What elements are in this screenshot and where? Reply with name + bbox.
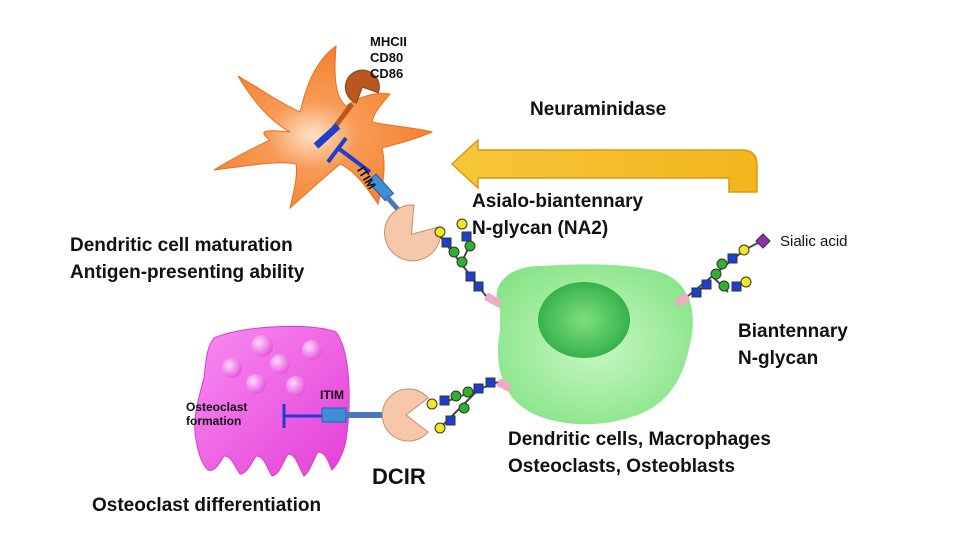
cell-types-label: Dendritic cells, Macrophages Osteoclasts… xyxy=(508,426,771,480)
glycan-stalk-top-left xyxy=(484,292,502,308)
dendritic-outcome-line: Antigen-presenting ability xyxy=(70,262,305,283)
sialylated-glycan xyxy=(687,233,771,298)
dendritic-outcome-line: Dendritic cell maturation xyxy=(70,235,293,256)
glcnac-square xyxy=(691,287,702,298)
mhc-marker: CD80 xyxy=(370,50,404,65)
mannose-circle xyxy=(458,402,470,414)
mannose-circle xyxy=(718,280,730,292)
galactose-circle xyxy=(738,244,750,256)
galactose-circle xyxy=(434,422,446,434)
glcnac-square xyxy=(485,377,496,388)
mhc-stalk xyxy=(332,102,354,130)
dcir-receptor-bottom xyxy=(381,388,429,442)
activation-receptor-bar xyxy=(313,123,341,149)
dcir-receptor-top xyxy=(384,204,442,262)
mannose-circle xyxy=(450,390,462,402)
mhc-marker: CD86 xyxy=(370,66,404,81)
inhibition-line-top xyxy=(336,146,372,174)
sialic-acid-diamond xyxy=(755,233,771,249)
inhibition-bar-top xyxy=(326,136,348,164)
mannose-circle xyxy=(456,256,468,268)
sialic-acid-label: Sialic acid xyxy=(780,233,848,250)
glcnac-square xyxy=(731,281,742,292)
dendritic-outcome-label: Dendritic cell maturation Antigen-presen… xyxy=(70,232,304,286)
vesicle xyxy=(302,340,322,360)
galactose-circle xyxy=(740,276,752,288)
glcnac-square xyxy=(445,415,456,426)
biantennary-line: Biantennary xyxy=(738,321,848,342)
osteoclast-formation-label: Osteoclast formation xyxy=(186,400,247,428)
vesicle xyxy=(246,374,266,394)
neuraminidase-label: Neuraminidase xyxy=(530,99,667,120)
mannose-circle xyxy=(448,246,460,258)
mhc-marker-list: MHCII CD80 CD86 xyxy=(370,34,407,82)
galactose-circle xyxy=(426,398,438,410)
itim-box-bottom xyxy=(321,407,347,423)
glcnac-square xyxy=(727,253,738,264)
glcnac-square xyxy=(439,395,450,406)
galactose-circle xyxy=(456,218,468,230)
glcnac-square xyxy=(701,279,712,290)
mhc-molecule xyxy=(344,69,380,104)
mannose-circle xyxy=(716,258,728,270)
osteoclast-formation-line: Osteoclast xyxy=(186,400,248,414)
itim-label-bottom: ITIM xyxy=(320,388,344,402)
dendritic-cell xyxy=(213,44,434,210)
glcnac-square xyxy=(441,237,452,248)
mhc-marker: MHCII xyxy=(370,34,407,49)
asialo-glycan xyxy=(434,218,487,297)
mannose-circle xyxy=(710,268,722,280)
mannose-circle xyxy=(462,386,474,398)
glcnac-square xyxy=(473,383,484,394)
mannose-circle xyxy=(464,240,476,252)
vesicle xyxy=(251,335,273,357)
vesicle xyxy=(270,354,290,374)
asialo-line: N-glycan (NA2) xyxy=(472,218,609,239)
osteoclast-formation-line: formation xyxy=(186,414,242,428)
nucleus xyxy=(538,282,630,358)
galactose-circle xyxy=(434,226,446,238)
osteoclast-outcome-label: Osteoclast differentiation xyxy=(92,495,322,516)
glcnac-square xyxy=(465,271,476,282)
cell-types-line: Dendritic cells, Macrophages xyxy=(508,429,771,450)
asialo-line: Asialo-biantennary xyxy=(472,191,644,212)
neuraminidase-arrow xyxy=(450,138,758,193)
vesicle xyxy=(286,376,306,396)
glycan-stalk-bottom-left xyxy=(496,378,512,392)
dcir-label: DCIR xyxy=(372,464,426,489)
glcnac-square xyxy=(473,281,484,292)
biantennary-line: N-glycan xyxy=(738,348,819,369)
biantennary-glycan-label: Biantennary N-glycan xyxy=(738,318,848,372)
vesicle xyxy=(222,358,242,378)
glcnac-square xyxy=(461,231,472,242)
asialo-glycan-label: Asialo-biantennary N-glycan (NA2) xyxy=(472,188,643,242)
cell-types-line: Osteoclasts, Osteoblasts xyxy=(508,456,736,477)
glycan-stalk-right xyxy=(673,292,691,308)
bottom-glycan xyxy=(426,377,499,434)
